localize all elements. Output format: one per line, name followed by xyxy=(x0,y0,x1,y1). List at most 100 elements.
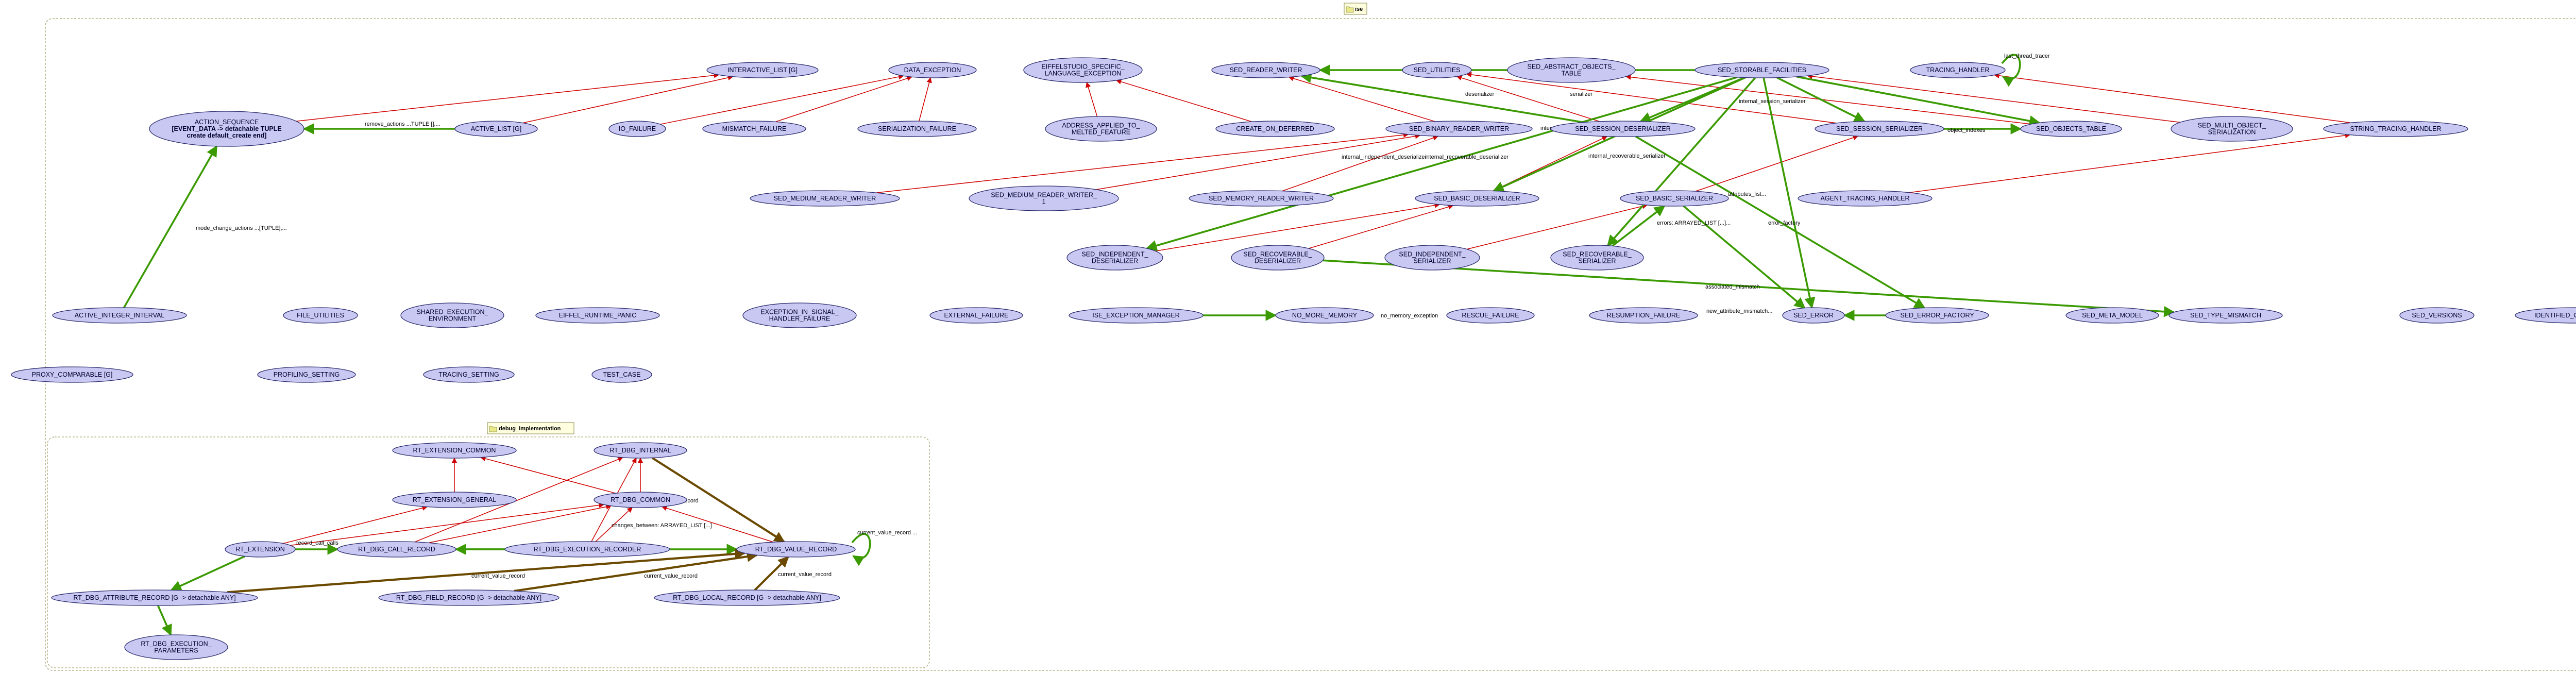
class-node-sed-basic-serializer[interactable]: SED_BASIC_SERIALIZER xyxy=(1620,190,1729,207)
inherit-edge xyxy=(414,457,623,543)
nodes-layer: ACTION_SEQUENCE[EVENT_DATA -> detachable… xyxy=(11,57,2576,660)
class-node-sed-memory-reader-writer[interactable]: SED_MEMORY_READER_WRITER xyxy=(1189,190,1334,207)
class-node-label: ACTION_SEQUENCE xyxy=(195,119,259,126)
class-node-sed-reader-writer[interactable]: SED_READER_WRITER xyxy=(1211,62,1320,78)
class-node-eiffelstudio-specific[interactable]: EIFFELSTUDIO_SPECIFIC_LANGUAGE_EXCEPTION xyxy=(1023,57,1143,83)
class-node-mismatch-failure[interactable]: MISMATCH_FAILURE xyxy=(702,121,806,137)
edge-label: deserializer xyxy=(1465,91,1495,97)
inherit-edge xyxy=(919,77,932,122)
class-node-string-tracing-handler[interactable]: STRING_TRACING_HANDLER xyxy=(2323,121,2468,137)
class-node-label: RT_DBG_EXECUTION_RECORDER xyxy=(534,546,641,553)
class-node-active-integer-interval[interactable]: ACTIVE_INTEGER_INTERVAL xyxy=(52,307,187,324)
class-node-proxy-comparable[interactable]: PROXY_COMPARABLE [G] xyxy=(11,366,133,383)
client-edge xyxy=(851,533,871,566)
class-node-label: STRING_TRACING_HANDLER xyxy=(2350,125,2441,132)
class-node-interactive-list[interactable]: INTERACTIVE_LIST [G] xyxy=(706,62,819,78)
class-node-sed-recoverable-deserializer[interactable]: SED_RECOVERABLE_DESERIALIZER xyxy=(1231,245,1325,271)
class-node-label: SERIALIZATION xyxy=(2208,129,2256,136)
class-node-sed-basic-deserializer[interactable]: SED_BASIC_DESERIALIZER xyxy=(1415,190,1539,207)
class-node-io-failure[interactable]: IO_FAILURE xyxy=(608,121,666,137)
class-node-sed-medium-reader-writer[interactable]: SED_MEDIUM_READER_WRITER xyxy=(750,190,900,207)
class-node-shape xyxy=(702,121,806,137)
class-node-sed-medium-reader-writer-1[interactable]: SED_MEDIUM_READER_WRITER_1 xyxy=(969,186,1119,211)
class-node-resumption-failure[interactable]: RESUMPTION_FAILURE xyxy=(1589,307,1698,324)
class-node-label: EIFFELSTUDIO_SPECIFIC_ xyxy=(1041,63,1125,71)
class-node-shape xyxy=(857,121,977,137)
class-node-rt-dbg-local-record[interactable]: RT_DBG_LOCAL_RECORD [G -> detachable ANY… xyxy=(654,589,840,606)
class-node-sed-error[interactable]: SED_ERROR xyxy=(1782,307,1845,324)
class-node-rt-dbg-field-record[interactable]: RT_DBG_FIELD_RECORD [G -> detachable ANY… xyxy=(378,589,560,606)
class-node-sed-abstract-objects-table[interactable]: SED_ABSTRACT_OBJECTS_TABLE xyxy=(1507,57,1636,83)
class-node-tracing-setting[interactable]: TRACING_SETTING xyxy=(423,366,515,383)
class-node-rt-extension-common[interactable]: RT_EXTENSION_COMMON xyxy=(392,442,517,459)
class-node-create-on-deferred[interactable]: CREATE_ON_DEFERRED xyxy=(1215,121,1335,137)
class-node-sed-error-factory[interactable]: SED_ERROR_FACTORY xyxy=(1885,307,1989,324)
class-node-sed-versions[interactable]: SED_VERSIONS xyxy=(2399,307,2475,324)
class-node-label: RT_DBG_EXECUTION_ xyxy=(141,641,212,648)
class-node-rt-dbg-internal[interactable]: RT_DBG_INTERNAL xyxy=(594,442,687,459)
class-node-label: SED_INDEPENDENT_ xyxy=(1081,251,1148,258)
client-edge xyxy=(1797,76,2041,127)
class-node-label: SED_ERROR xyxy=(1793,312,1834,319)
class-node-ise-exception-manager[interactable]: ISE_EXCEPTION_MANAGER xyxy=(1069,307,1204,324)
class-node-sed-recoverable-serializer[interactable]: SED_RECOVERABLE_SERIALIZER xyxy=(1550,245,1644,271)
class-node-data-exception[interactable]: DATA_EXCEPTION xyxy=(888,62,977,78)
class-node-sed-session-serializer[interactable]: SED_SESSION_SERIALIZER xyxy=(1815,121,1944,137)
class-node-label: SED_ERROR_FACTORY xyxy=(1900,312,1974,319)
class-node-active-list[interactable]: ACTIVE_LIST [G] xyxy=(454,121,538,137)
class-node-sed-session-deserializer[interactable]: SED_SESSION_DESERIALIZER xyxy=(1550,121,1696,137)
class-node-sed-independent-deserializer[interactable]: SED_INDEPENDENT_DESERIALIZER xyxy=(1066,245,1163,271)
class-node-shape xyxy=(1446,307,1535,324)
class-node-sed-meta-model[interactable]: SED_META_MODEL xyxy=(2065,307,2159,324)
inherit-edge xyxy=(283,505,428,544)
class-node-rt-dbg-execution-parameters[interactable]: RT_DBG_EXECUTION_PARAMETERS xyxy=(124,634,228,660)
class-node-label: DATA_EXCEPTION xyxy=(904,66,961,74)
class-node-shared-execution-environment[interactable]: SHARED_EXECUTION_ENVIRONMENT xyxy=(400,302,504,328)
class-node-label: SED_BASIC_SERIALIZER xyxy=(1636,195,1713,202)
class-node-label: SED_VERSIONS xyxy=(2412,312,2462,319)
class-node-rt-extension-general[interactable]: RT_EXTENSION_GENERAL xyxy=(392,492,517,508)
cluster-debug-tag[interactable] xyxy=(487,422,574,434)
class-node-shape xyxy=(1211,62,1320,78)
class-node-rt-dbg-attribute-record[interactable]: RT_DBG_ATTRIBUTE_RECORD [G -> detachable… xyxy=(51,589,258,606)
edge-label: record_call_calls xyxy=(296,540,338,546)
class-node-action-sequence[interactable]: ACTION_SEQUENCE[EVENT_DATA -> detachable… xyxy=(149,111,304,147)
class-node-no-more-memory[interactable]: NO_MORE_MEMORY xyxy=(1275,307,1374,324)
class-node-sed-independent-serializer[interactable]: SED_INDEPENDENT_SERIALIZER xyxy=(1384,245,1480,271)
class-node-file-utilities[interactable]: FILE_UTILITIES xyxy=(283,307,358,324)
class-node-sed-binary-reader-writer[interactable]: SED_BINARY_READER_WRITER xyxy=(1385,121,1533,137)
class-node-address-applied[interactable]: ADDRESS_APPLIED_TO_MELTED_FEATURE xyxy=(1045,116,1157,142)
class-node-rt-dbg-common[interactable]: RT_DBG_COMMON xyxy=(594,492,687,508)
class-node-sed-objects-table[interactable]: SED_OBJECTS_TABLE xyxy=(2020,121,2122,137)
class-node-label: AGENT_TRACING_HANDLER xyxy=(1821,195,1910,202)
class-node-shape xyxy=(283,307,358,324)
edge-label: internal_recoverable_deserializer xyxy=(1425,154,1509,160)
class-node-rt-dbg-call-record[interactable]: RT_DBG_CALL_RECORD xyxy=(337,541,456,558)
class-node-exception-in-signal[interactable]: EXCEPTION_IN_SIGNAL_HANDLER_FAILURE xyxy=(742,302,857,328)
class-node-tracing-handler[interactable]: TRACING_HANDLER xyxy=(1910,62,2006,78)
class-node-sed-type-mismatch[interactable]: SED_TYPE_MISMATCH xyxy=(2168,307,2283,324)
class-node-eiffel-runtime-panic[interactable]: EIFFEL_RUNTIME_PANIC xyxy=(535,307,660,324)
inherit-edge xyxy=(1909,132,2351,193)
class-node-external-failure[interactable]: EXTERNAL_FAILURE xyxy=(929,307,1023,324)
class-node-shape xyxy=(2515,307,2576,324)
class-node-agent-tracing-handler[interactable]: AGENT_TRACING_HANDLER xyxy=(1798,190,1933,207)
client-edge xyxy=(157,605,172,636)
class-node-label: [EVENT_DATA -> detachable TUPLE xyxy=(172,125,281,132)
class-node-label: SERIALIZATION_FAILURE xyxy=(878,125,956,132)
class-node-identified-controller[interactable]: IDENTIFIED_CONTROLLER xyxy=(2515,307,2576,324)
class-node-sed-multi-object-serialization[interactable]: SED_MULTI_OBJECT_SERIALIZATION xyxy=(2171,116,2293,142)
class-node-rt-dbg-execution-recorder[interactable]: RT_DBG_EXECUTION_RECORDER xyxy=(504,541,670,558)
class-node-rt-extension[interactable]: RT_EXTENSION xyxy=(225,541,296,558)
class-node-sed-storable-facilities[interactable]: SED_STORABLE_FACILITIES xyxy=(1694,62,1829,78)
inherit-edge xyxy=(1115,79,1252,122)
class-node-profiling-setting[interactable]: PROFILING_SETTING xyxy=(257,366,356,383)
class-node-serialization-failure[interactable]: SERIALIZATION_FAILURE xyxy=(857,121,977,137)
edge-label: serializer xyxy=(1570,91,1592,97)
inherit-edge xyxy=(1695,135,1859,192)
class-node-label: RT_DBG_COMMON xyxy=(611,496,670,503)
class-node-rescue-failure[interactable]: RESCUE_FAILURE xyxy=(1446,307,1535,324)
class-node-test-case[interactable]: TEST_CASE xyxy=(591,366,652,383)
class-node-rt-dbg-value-record[interactable]: RT_DBG_VALUE_RECORD xyxy=(736,541,856,558)
class-node-sed-utilities[interactable]: SED_UTILITIES xyxy=(1402,62,1472,78)
